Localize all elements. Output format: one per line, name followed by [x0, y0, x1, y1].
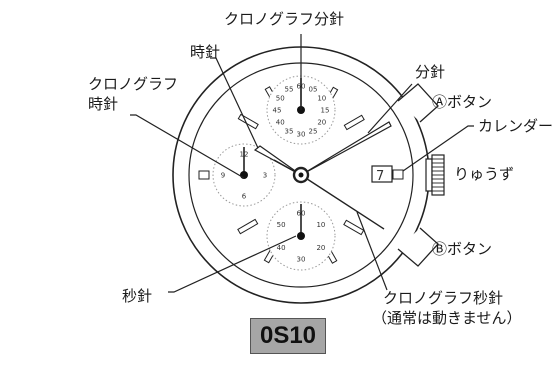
model-number-badge: 0S10 — [250, 318, 326, 354]
subdial-top-tick-label: 25 — [309, 127, 318, 135]
subdial-bottom-tick-label: 40 — [277, 244, 286, 252]
subdial-bottom-tick-label: 30 — [297, 255, 306, 263]
subdial-chrono-hour: 12369 — [212, 143, 276, 207]
subdial-bottom-tick-label: 10 — [316, 221, 325, 229]
date-window: 7 — [371, 165, 404, 184]
label-hour-hand: 時針 — [190, 43, 221, 61]
label-button-b: Ⓑボタン — [432, 240, 493, 258]
subdial-top-tick-label: 15 — [321, 107, 330, 115]
subdial-top-tick-label: 50 — [276, 95, 285, 103]
label-calendar: カレンダー — [478, 117, 552, 135]
button-b-pusher — [397, 227, 439, 267]
subdial-top-tick-label: 05 — [309, 86, 318, 94]
label-chrono-minute-hand: クロノグラフ分針 — [224, 10, 345, 28]
subdial-bottom-tick-label: 20 — [316, 244, 325, 252]
subdial-top-tick-label: 40 — [276, 119, 285, 127]
subdial-top-tick-label: 35 — [285, 127, 294, 135]
date-window-digit: 7 — [376, 169, 384, 184]
subdial-seconds: 601020304050 — [266, 201, 336, 271]
leader-lines — [130, 34, 474, 293]
subdial-left-tick-label: 6 — [242, 192, 247, 200]
crown — [425, 154, 445, 196]
label-button-a: Ⓐボタン — [432, 93, 493, 111]
subdial-top-tick-label: 55 — [285, 86, 294, 94]
subdial-top-tick-label: 45 — [273, 107, 282, 115]
label-chrono-second-hand-line1: クロノグラフ秒針 — [383, 289, 504, 307]
subdial-top-tick-label: 20 — [317, 119, 326, 127]
label-minute-hand: 分針 — [415, 63, 446, 81]
label-chrono-hour-hand-line2: 時針 — [88, 95, 119, 113]
subdial-top-tick-label: 30 — [297, 131, 306, 139]
subdial-left-tick-label: 9 — [221, 171, 225, 179]
subdial-left-tick-label: 3 — [263, 171, 267, 179]
label-chrono-second-hand-line2: （通常は動きません） — [372, 309, 522, 327]
label-crown: りゅうず — [454, 165, 515, 183]
button-a-pusher — [397, 83, 439, 123]
model-number: 0S10 — [259, 322, 317, 349]
subdial-bottom-tick-label: 50 — [277, 221, 286, 229]
label-chrono-hour-hand-line1: クロノグラフ — [88, 75, 179, 93]
minute-hand — [300, 121, 392, 176]
label-second-hand: 秒針 — [122, 287, 153, 305]
subdial-top-tick-label: 10 — [317, 95, 326, 103]
